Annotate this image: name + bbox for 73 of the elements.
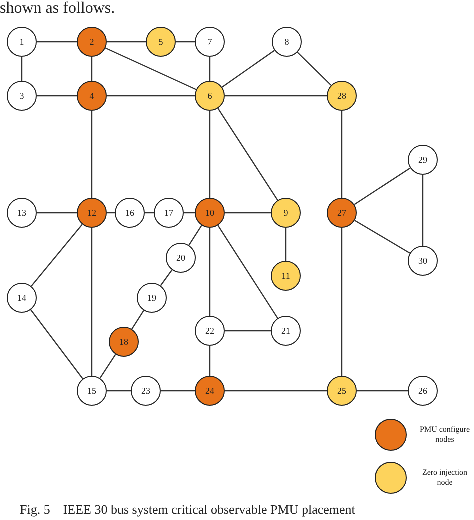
line	[37, 212, 77, 214]
line	[107, 41, 146, 43]
line	[30, 310, 84, 380]
bus-node: 1	[7, 27, 37, 57]
bus-node: 6	[195, 81, 225, 111]
bus-node: 15	[77, 376, 107, 406]
line	[91, 57, 93, 81]
line	[225, 95, 327, 97]
line	[218, 108, 278, 201]
line	[91, 111, 93, 198]
line	[222, 50, 276, 88]
bus-node: 10	[195, 198, 225, 228]
bus-node: 19	[137, 283, 167, 313]
line	[107, 95, 195, 97]
figure-caption: Fig. 5 IEEE 30 bus system critical observable PMU placement	[20, 502, 356, 518]
line	[209, 111, 211, 198]
bus-node: 18	[109, 327, 139, 357]
bus-node: 26	[408, 376, 438, 406]
line	[209, 346, 211, 376]
bus-node: 20	[166, 243, 196, 273]
text-fragment: shown as follows.	[0, 0, 116, 18]
line	[354, 168, 411, 206]
bus-node: 3	[7, 81, 37, 111]
bus-node: 12	[77, 198, 107, 228]
legend-label: Zero injection node	[421, 468, 469, 488]
bus-node: 9	[271, 198, 301, 228]
line	[184, 212, 195, 214]
line	[161, 390, 195, 392]
line	[209, 228, 211, 316]
line	[354, 220, 410, 254]
bus-node: 14	[7, 283, 37, 313]
bus-node: 4	[77, 81, 107, 111]
line	[100, 354, 116, 379]
line	[188, 225, 202, 246]
line	[225, 212, 271, 214]
bus-node: 27	[327, 198, 357, 228]
line	[91, 228, 93, 376]
line	[107, 390, 131, 392]
line	[341, 111, 343, 198]
line	[21, 57, 23, 81]
legend-label: PMU configure nodes	[419, 425, 471, 445]
bus-node: 25	[327, 376, 357, 406]
line	[160, 270, 173, 286]
line	[132, 310, 144, 330]
bus-node: 17	[154, 198, 184, 228]
line	[31, 224, 83, 287]
bus-node: 22	[195, 316, 225, 346]
line	[341, 228, 343, 376]
bus-node: 7	[195, 27, 225, 57]
line	[105, 48, 197, 90]
line	[357, 390, 408, 392]
line	[225, 390, 327, 392]
bus-node: 11	[271, 261, 301, 291]
bus-node: 23	[131, 376, 161, 406]
bus-node: 29	[408, 145, 438, 175]
line	[209, 57, 211, 81]
line	[285, 228, 287, 261]
bus-node: 21	[271, 316, 301, 346]
line	[218, 225, 278, 319]
line	[176, 41, 195, 43]
bus-node: 8	[272, 27, 302, 57]
bus-node: 30	[408, 246, 438, 276]
line	[297, 52, 332, 86]
bus-node: 5	[146, 27, 176, 57]
bus-node: 28	[327, 81, 357, 111]
line	[37, 95, 77, 97]
bus-node: 16	[115, 198, 145, 228]
bus-node: 2	[77, 27, 107, 57]
line	[37, 41, 77, 43]
line	[225, 330, 271, 332]
bus-node: 24	[195, 376, 225, 406]
line	[422, 175, 424, 246]
bus-node: 13	[7, 198, 37, 228]
